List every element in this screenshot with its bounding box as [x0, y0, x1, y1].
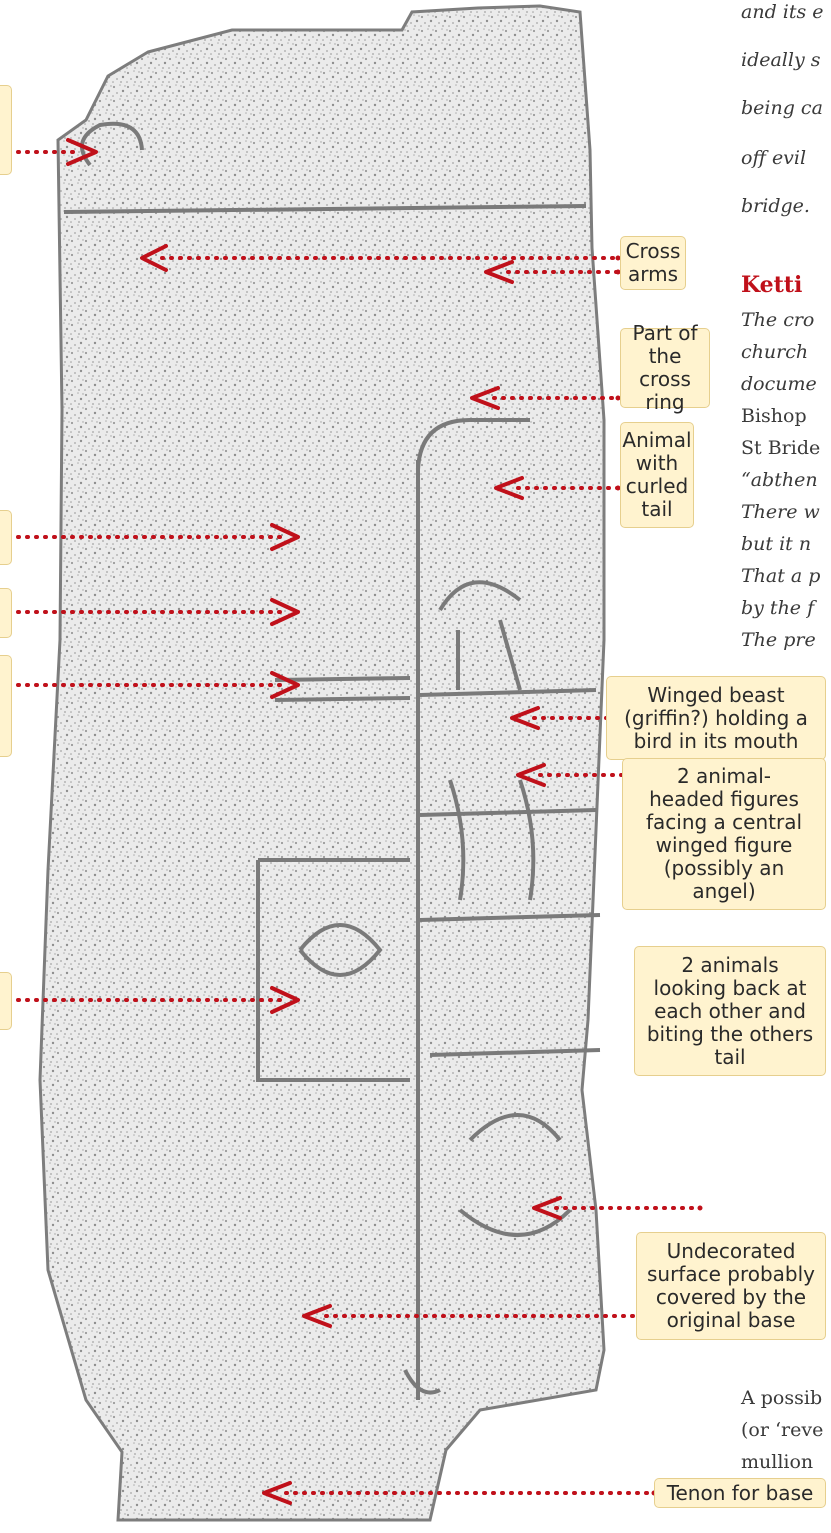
label-undecorated-surface: Undecoratedsurface probablycovered by th… [636, 1232, 826, 1340]
side-text-line: Bishop [741, 404, 807, 429]
label-line: Undecorated [647, 1240, 815, 1263]
side-text-line: “abthen [741, 468, 818, 493]
label-line: Animal [622, 429, 691, 452]
label-line: with [622, 452, 691, 475]
side-text-line: That a p [741, 564, 820, 589]
side-text-line: docume [741, 372, 817, 397]
label-two-animals: 2 animalslooking back ateach other andbi… [634, 946, 826, 1076]
label-cross-ring: Part ofthe crossring [620, 328, 710, 408]
label-line: tail [622, 498, 691, 521]
side-text-line: The pre [741, 628, 816, 653]
label-tenon: Tenon for base [654, 1478, 826, 1508]
label-line: facing a central [646, 811, 802, 834]
label-line: 2 animal- [646, 765, 802, 788]
label-line: the cross [625, 345, 705, 391]
side-text-line: A possib [741, 1386, 822, 1411]
side-text-line: by the f [741, 596, 814, 621]
label-cropped-3 [0, 588, 12, 638]
label-line: covered by the [647, 1286, 815, 1309]
label-line: surface probably [647, 1263, 815, 1286]
label-line: (griffin?) holding a [624, 707, 808, 730]
label-line: biting the others [647, 1023, 813, 1046]
side-text-line: St Bride [741, 436, 820, 461]
side-text-line: The cro [741, 308, 814, 333]
label-line: 2 animals [647, 954, 813, 977]
label-animal-headed-figures: 2 animal-headed figuresfacing a centralw… [622, 758, 826, 910]
label-line: (possibly an [646, 857, 802, 880]
label-line: each other and [647, 1000, 813, 1023]
side-text-line: (or ‘reve [741, 1418, 823, 1443]
label-line: angel) [646, 880, 802, 903]
label-line: bird in its mouth [624, 730, 808, 753]
label-cropped-2 [0, 510, 12, 565]
label-line: original base [647, 1309, 815, 1332]
side-text-line: church [741, 340, 808, 365]
side-text-line: ideally s [741, 48, 821, 73]
label-line: arms [626, 263, 681, 286]
side-text-line: bridge. [741, 194, 810, 219]
label-line: winged figure [646, 834, 802, 857]
side-text-line: and its e [741, 0, 824, 25]
label-winged-beast: Winged beast(griffin?) holding abird in … [606, 676, 826, 760]
label-cropped-1 [0, 85, 12, 175]
label-cropped-4 [0, 655, 12, 757]
label-animal-tail: Animalwithcurledtail [620, 422, 694, 528]
side-text-line: being ca [741, 96, 823, 121]
stone-slab [40, 6, 604, 1520]
label-line: headed figures [646, 788, 802, 811]
side-text-line: mullion [741, 1450, 813, 1475]
side-text-line: There w [741, 500, 820, 525]
label-line: Part of [625, 322, 705, 345]
label-line: Winged beast [624, 684, 808, 707]
label-line: Cross [626, 240, 681, 263]
label-line: Tenon for base [667, 1482, 814, 1505]
label-cropped-5 [0, 972, 12, 1030]
side-text-line: but it n [741, 532, 811, 557]
section-heading: Ketti [741, 272, 802, 298]
label-cross-arms: Crossarms [620, 236, 686, 290]
label-line: looking back at [647, 977, 813, 1000]
label-line: curled [622, 475, 691, 498]
label-line: ring [625, 391, 705, 414]
side-text-line: off evil [741, 146, 806, 171]
label-line: tail [647, 1046, 813, 1069]
